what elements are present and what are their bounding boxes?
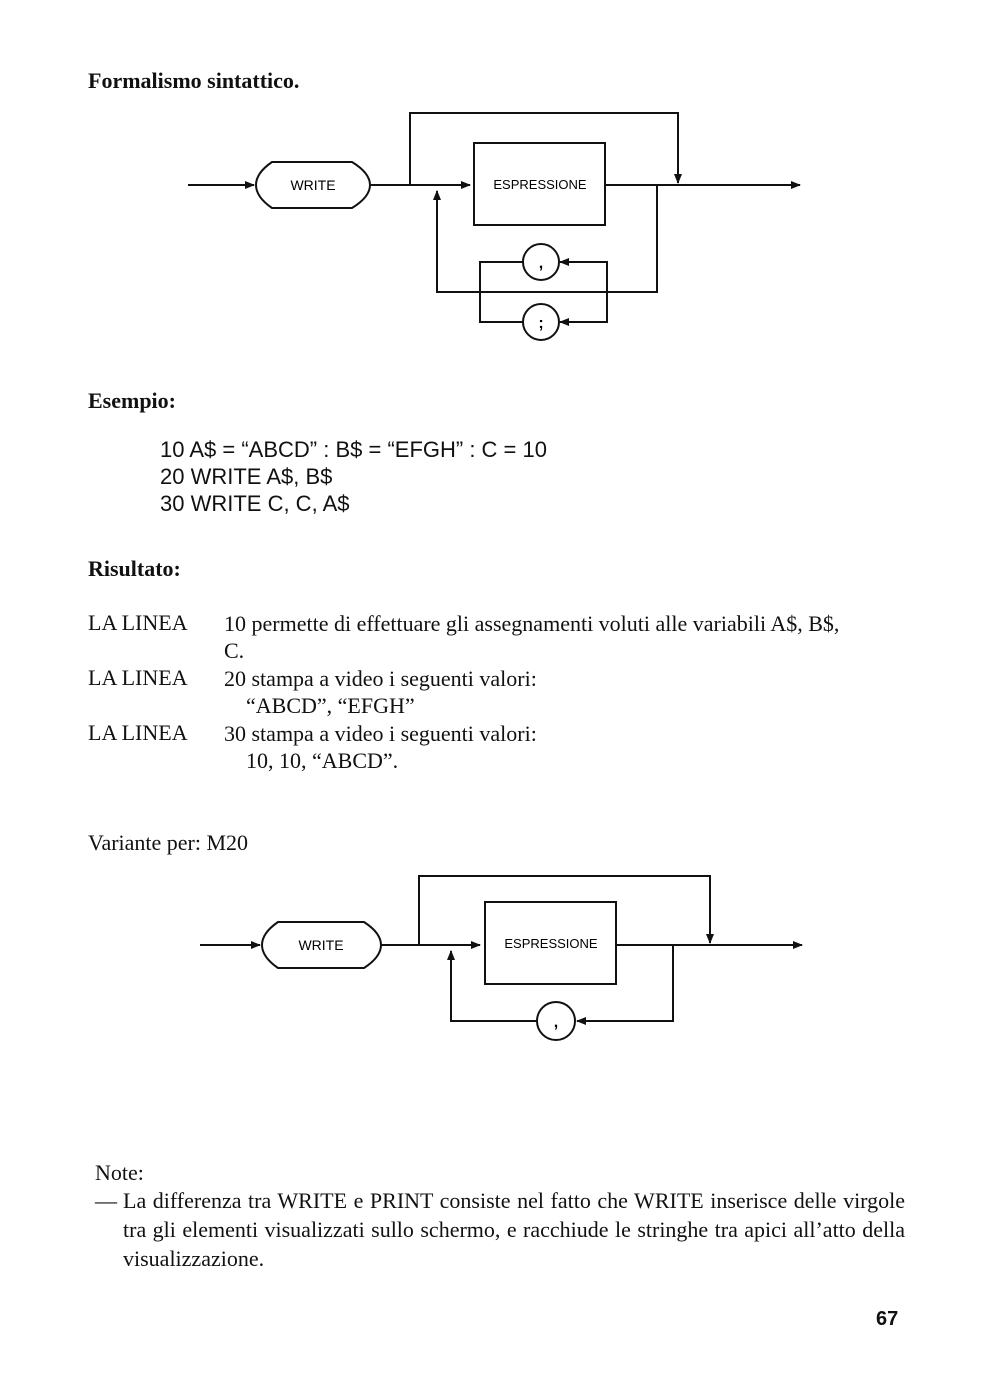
result-text: 10 permette di effettuare gli assegnamen… [224, 610, 914, 664]
diagram2-write-label: WRITE [298, 937, 343, 953]
result-line: “ABCD”, “EFGH” [246, 693, 415, 718]
result-line: 10, 10, “ABCD”. [246, 748, 399, 773]
syntax-heading: Formalismo sintattico. [88, 68, 300, 93]
result-line: C. [224, 638, 245, 663]
notes-heading: Note: [95, 1160, 144, 1185]
write-terminal [260, 921, 383, 969]
espressione-box [484, 901, 617, 985]
diagram2-sep1: , [554, 1014, 558, 1031]
code-line: 10 A$ = “ABCD” : B$ = “EFGH” : C = 10 [160, 437, 547, 462]
result-line: 20 stampa a video i seguenti valori: [224, 666, 537, 691]
diagram1-sep1: , [539, 255, 543, 272]
diagram1-sep2: ; [538, 315, 543, 332]
result-heading: Risultato: [88, 556, 181, 581]
write-terminal [254, 161, 372, 209]
diagram1-box-label: ESPRESSIONE [493, 177, 587, 192]
page-number: 67 [876, 1308, 899, 1330]
note-dash: — [95, 1188, 117, 1213]
result-text: 20 stampa a video i seguenti valori: “AB… [224, 665, 914, 719]
variant-heading: Variante per: M20 [88, 830, 249, 855]
result-label: LA LINEA [88, 610, 188, 635]
code-block: 10 A$ = “ABCD” : B$ = “EFGH” : C = 10 20… [160, 436, 547, 517]
syntax-diagram-2: WRITE ESPRESSIONE , [200, 875, 803, 1041]
diagram2-box-label: ESPRESSIONE [504, 936, 598, 951]
code-line: 30 WRITE C, C, A$ [160, 491, 350, 516]
result-line: 30 stampa a video i seguenti valori: [224, 721, 537, 746]
note-text: La differenza tra WRITE e PRINT consiste… [123, 1188, 905, 1271]
example-heading: Esempio: [88, 388, 176, 413]
note-item: — La differenza tra WRITE e PRINT consis… [95, 1186, 905, 1273]
diagram1-write-label: WRITE [290, 177, 335, 193]
result-label: LA LINEA [88, 665, 188, 690]
code-line: 20 WRITE A$, B$ [160, 464, 333, 489]
result-line: 10 permette di effettuare gli assegnamen… [224, 611, 840, 636]
result-label: LA LINEA [88, 720, 188, 745]
syntax-diagram-1: WRITE ESPRESSIONE , ; [188, 112, 801, 341]
result-text: 30 stampa a video i seguenti valori: 10,… [224, 720, 914, 774]
